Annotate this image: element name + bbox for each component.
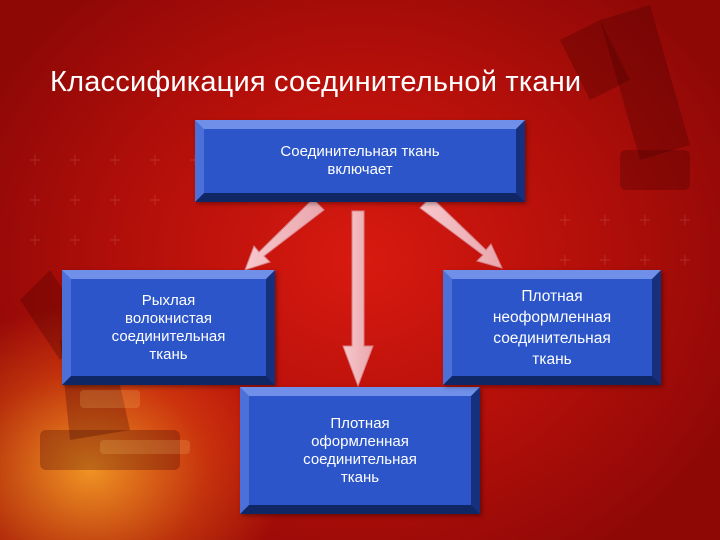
box-dense-unformed-tissue: Плотная неоформленная соединительная тка… bbox=[443, 270, 661, 385]
loose-line-4: ткань bbox=[149, 345, 188, 363]
loose-line-2: волокнистая bbox=[125, 309, 212, 327]
unformed-line-1: Плотная bbox=[521, 287, 583, 305]
unformed-line-3: соединительная bbox=[493, 329, 611, 347]
root-box-connective-tissue: Соединительная ткань включает bbox=[195, 120, 525, 202]
arrow-to-dense-unformed-tissue bbox=[419, 196, 503, 269]
slide-title: Классификация соединительной ткани bbox=[50, 66, 582, 98]
loose-line-1: Рыхлая bbox=[141, 291, 196, 309]
arrow-to-loose-tissue bbox=[244, 198, 325, 271]
box-loose-fibrous-tissue: Рыхлая волокнистая соединительная ткань bbox=[62, 270, 275, 385]
dense-unformed-label: Плотная неоформленная соединительная тка… bbox=[493, 286, 611, 370]
formed-line-2: оформленная bbox=[311, 432, 409, 450]
root-line-2: включает bbox=[327, 161, 393, 178]
formed-line-4: ткань bbox=[340, 468, 380, 486]
root-line-1: Соединительная ткань bbox=[280, 143, 440, 160]
arrow-to-dense-formed-tissue bbox=[342, 210, 374, 388]
root-box-label: Соединительная ткань включает bbox=[280, 143, 439, 179]
loose-tissue-label: Рыхлая волокнистая соединительная ткань bbox=[112, 292, 226, 364]
unformed-line-4: ткань bbox=[532, 350, 572, 368]
box-dense-formed-tissue: Плотная оформленная соединительная ткань bbox=[240, 387, 480, 514]
loose-line-3: соединительная bbox=[111, 327, 226, 345]
dense-formed-label: Плотная оформленная соединительная ткань bbox=[303, 415, 417, 487]
formed-line-1: Плотная bbox=[330, 414, 390, 432]
unformed-line-2: неоформленная bbox=[492, 308, 612, 326]
formed-line-3: соединительная bbox=[303, 450, 417, 468]
